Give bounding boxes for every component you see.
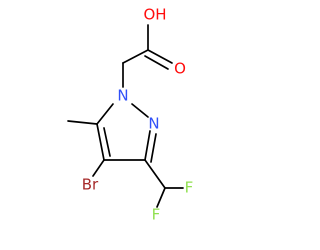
nitrogen-n1-label: N	[117, 87, 128, 105]
bond-c4-c5-a	[96, 123, 105, 161]
bond-c4-br	[92, 159, 105, 177]
bond-n1-n2	[131, 103, 149, 118]
bond-c4-c5-b	[103, 127, 111, 157]
atom-labels: OH O N N Br F F	[82, 6, 194, 224]
bond-chf2-f-left	[156, 187, 166, 208]
fluorine-right-label: F	[185, 179, 194, 197]
bonds	[67, 24, 184, 208]
bond-n1-c5	[96, 103, 114, 125]
hydroxyl-label: OH	[143, 6, 166, 24]
bond-carboxyl-c-o-double-b	[144, 55, 169, 70]
bond-carboxyl-c-o-double-a	[147, 49, 173, 64]
molecule-structure-diagram: OH O N N Br F F	[67, 6, 194, 224]
bromine-label: Br	[82, 176, 99, 194]
fluorine-left-label: F	[152, 206, 161, 224]
bond-c3-chf2	[144, 159, 166, 189]
bond-c5-methyl	[67, 120, 98, 125]
bond-n2-c3-b	[150, 133, 157, 163]
carbonyl-oxygen-label: O	[174, 60, 186, 78]
nitrogen-n2-label: N	[148, 115, 159, 133]
bond-carboxyl-c-ch2	[122, 49, 149, 64]
bond-n2-c3-a	[144, 130, 151, 161]
